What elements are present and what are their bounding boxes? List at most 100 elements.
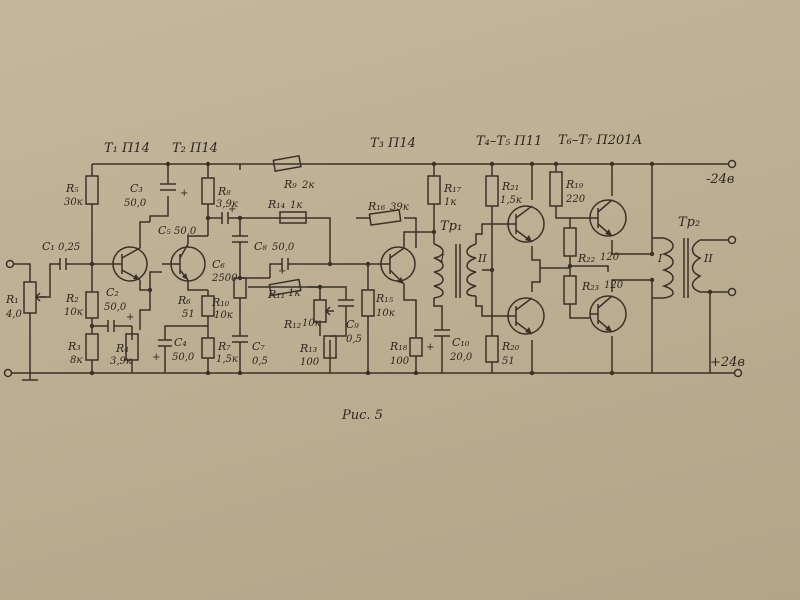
value-C4: 50,0 — [172, 352, 195, 363]
value-R14: 1к — [290, 200, 302, 211]
ref-R19: R₁₉ — [565, 178, 584, 191]
ref-R13: R₁₃ — [299, 342, 317, 355]
resistor-R3 — [85, 333, 99, 361]
svg-text:+: + — [278, 266, 286, 277]
resistor-R13 — [323, 335, 337, 359]
resistor-R15 — [361, 289, 375, 317]
value-C6: 2500 — [211, 273, 238, 284]
resistor-R10 — [233, 277, 247, 299]
output-terminal-top — [727, 235, 737, 245]
transformer-Tr2 — [661, 237, 702, 299]
transistor-T1 — [112, 246, 148, 282]
svg-text:+: + — [126, 312, 134, 323]
ref-R21: R₂₁ — [501, 180, 519, 193]
value-R7: 1,5к — [216, 354, 238, 365]
value-C3: 50,0 — [124, 198, 147, 209]
ref-R18: R₁₈ — [389, 340, 408, 353]
resistor-R9 — [272, 154, 302, 173]
ref-R3: R₃ — [67, 340, 81, 353]
value-R1: 4,0 — [5, 309, 23, 320]
ref-R22: R₂₂ — [577, 252, 595, 265]
value-R11: 1к — [288, 288, 300, 299]
value-R2: 10к — [64, 307, 83, 318]
junction-dots — [89, 161, 713, 376]
transistor-T5 — [507, 297, 545, 335]
ref-R8: R₈ — [217, 185, 231, 198]
input-terminal-top — [5, 259, 15, 269]
ref-C1: C₁ — [42, 240, 55, 253]
capacitor-C7 — [232, 335, 248, 350]
ref-C9: C₉ — [346, 318, 359, 331]
label-Tr1-winding-2: II — [477, 252, 487, 265]
potentiometer-R1 — [23, 281, 37, 314]
ref-R2: R₂ — [65, 292, 79, 305]
value-C8: 50,0 — [272, 242, 295, 253]
value-C10: 20,0 — [449, 352, 473, 363]
label-T4-T5: T₄–T₅ П11 — [476, 134, 542, 149]
ref-C10: C₁₀ — [452, 336, 470, 349]
value-R20: 51 — [502, 356, 515, 367]
value-R16: 39к — [390, 202, 409, 213]
capacitor-C9 — [338, 299, 354, 312]
resistor-R11 — [268, 278, 302, 297]
resistor-R8 — [201, 177, 215, 205]
svg-text:+: + — [426, 342, 434, 353]
value-R19: 220 — [565, 194, 586, 205]
ref-R5: R₅ — [65, 182, 79, 195]
resistor-R21 — [485, 175, 499, 207]
ref-R15: R₁₅ — [375, 292, 394, 305]
resistor-R5 — [85, 175, 99, 205]
resistor-R16 — [368, 209, 402, 226]
resistor-R19 — [549, 171, 563, 207]
value-R5: 30к — [64, 197, 83, 208]
label-Tr1-winding-1: I — [439, 252, 445, 265]
ref-C6: C₆ — [212, 258, 225, 271]
transistor-T6 — [589, 199, 627, 237]
capacitor-C4 — [158, 339, 172, 352]
positive-rail-terminal — [733, 368, 743, 378]
output-terminal-bottom — [727, 287, 737, 297]
value-C2: 50,0 — [104, 302, 127, 313]
svg-text:+: + — [228, 204, 236, 215]
ref-R12: R₁₂ — [283, 318, 301, 331]
ref-C3: C₃ — [130, 182, 143, 195]
wires — [10, 163, 735, 374]
value-R21: 1,5к — [500, 195, 522, 206]
transistor-T7 — [589, 295, 627, 333]
value-C1: 0,25 — [58, 242, 80, 253]
value-C5: 50,0 — [174, 226, 197, 237]
resistor-R23 — [563, 275, 577, 305]
ground-symbol — [22, 373, 38, 381]
resistors — [23, 154, 577, 363]
transformer-labels: Tр₁ Tр₂ I II I II — [439, 215, 713, 265]
capacitor-C8 — [281, 258, 296, 270]
capacitor-C3 — [160, 183, 176, 191]
ref-R17: R₁₇ — [443, 182, 462, 195]
rail-labels: -24в +24в — [706, 172, 745, 370]
capacitors: + + + + + + — [59, 183, 450, 363]
value-R17: 1к — [444, 197, 456, 208]
transistors — [112, 199, 627, 335]
ref-C4: C₄ — [174, 336, 187, 349]
capacitor-C6 — [232, 235, 248, 252]
ref-C5: C₅ — [158, 224, 171, 237]
value-R12: 10к — [302, 318, 321, 329]
transistor-T4 — [507, 205, 545, 243]
component-labels: R₁ 4,0 C₁ 0,25 R₅ 30к R₂ 10к R₃ 8к C₂ 50… — [5, 178, 624, 368]
svg-text:+: + — [180, 188, 188, 199]
ref-C7: C₇ — [252, 340, 265, 353]
value-R3: 8к — [70, 355, 82, 366]
transistor-T3 — [380, 246, 416, 285]
value-R6: 51 — [182, 309, 195, 320]
ref-R11: R₁₁ — [267, 288, 285, 301]
potentiometer-wiper — [34, 292, 46, 302]
label-T6-T7: T₆–T₇ П201А — [558, 133, 642, 148]
label-negative-rail: -24в — [706, 172, 735, 187]
value-R23: 120 — [604, 280, 624, 291]
ref-R16: R₁₆ — [367, 200, 386, 213]
label-Tr2: Tр₂ — [678, 215, 700, 230]
transistor-T2 — [162, 243, 206, 282]
value-R4: 3,9к — [110, 356, 132, 367]
